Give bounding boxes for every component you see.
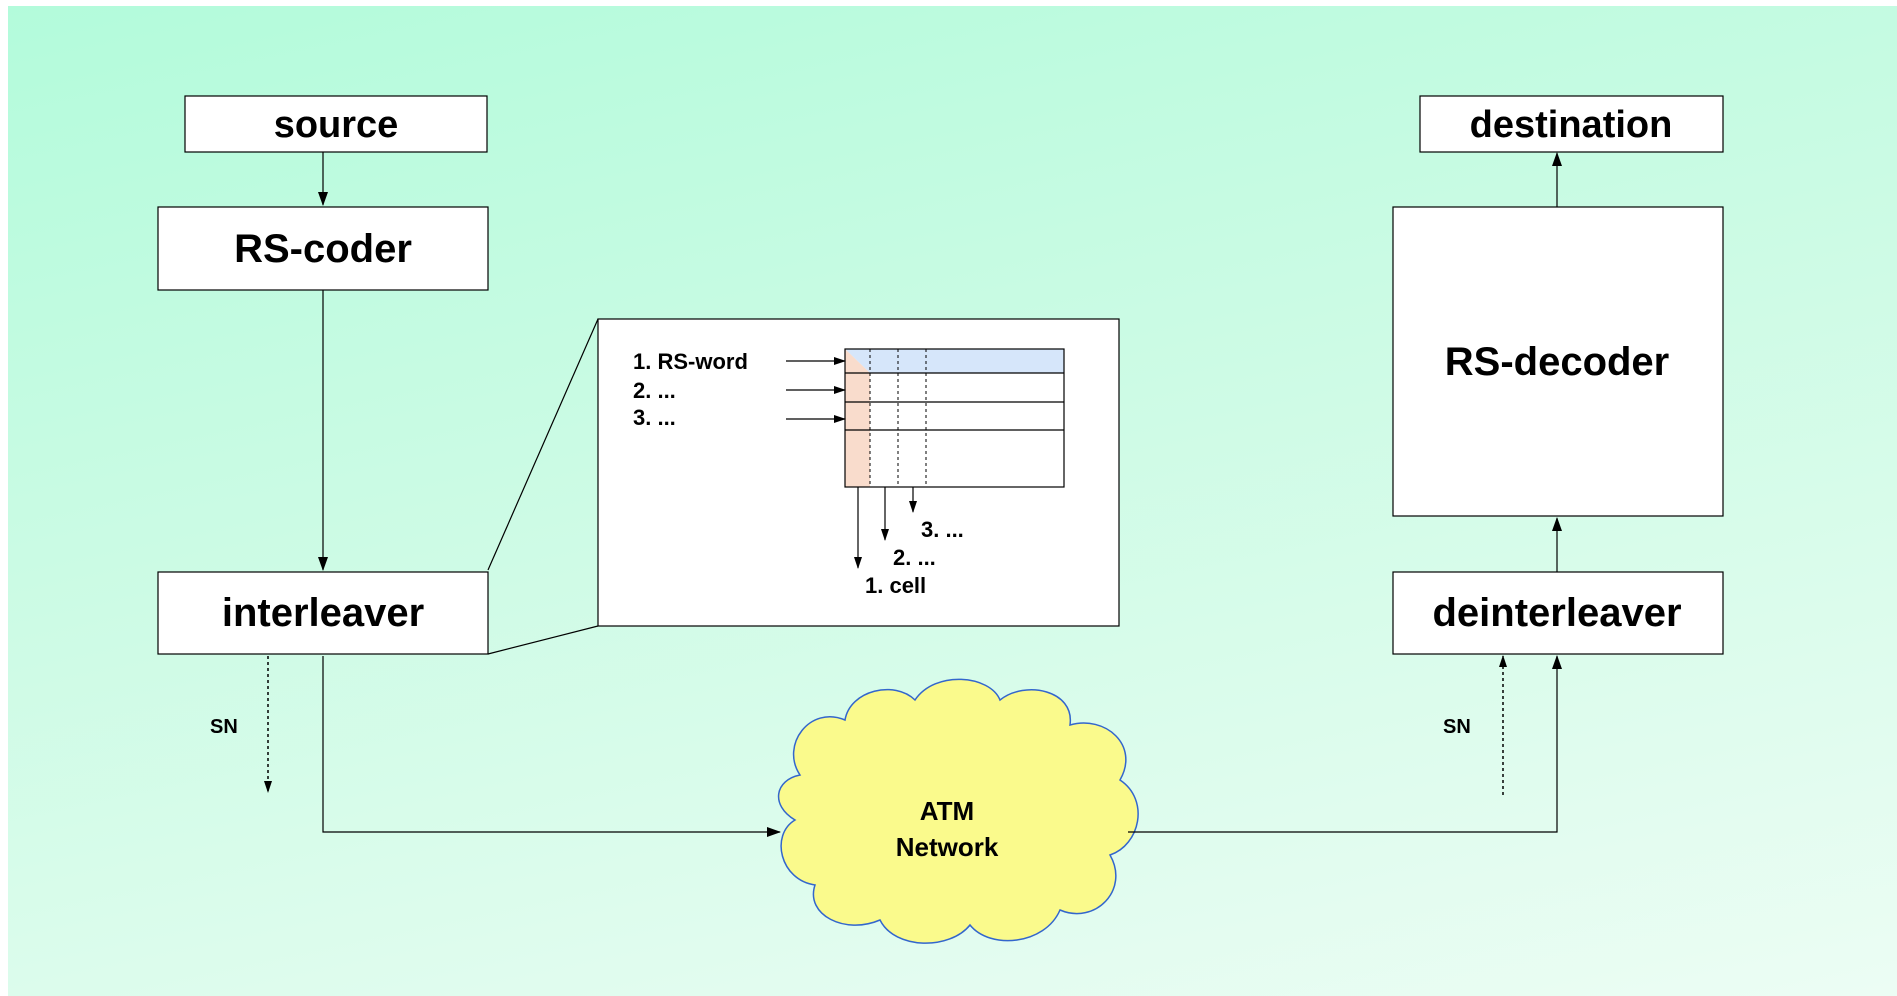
destination-label: destination — [1470, 104, 1673, 146]
interleaver-zoom-panel: 1. RS-word 2. ... 3. ... 3. ... 2. ... 1… — [597, 318, 1120, 627]
deinterleaver-block: deinterleaver — [1392, 571, 1724, 655]
row-label-1: 1. RS-word — [633, 349, 748, 374]
cell-label-1: 1. cell — [865, 573, 926, 598]
zoom-line-bottom — [487, 625, 599, 655]
cell-label-3: 3. ... — [921, 517, 964, 542]
rs-coder-label: RS-coder — [234, 227, 412, 271]
arrow-network-to-deinterleaver — [1128, 655, 1562, 833]
interleaver-block: interleaver — [157, 571, 489, 655]
row-label-3: 3. ... — [633, 405, 676, 430]
network-line1: ATM — [920, 796, 974, 826]
cell-label-2: 2. ... — [893, 545, 936, 570]
sn-left-label: SN — [210, 716, 238, 738]
deinterleaver-label: deinterleaver — [1432, 591, 1681, 635]
destination-block: destination — [1419, 95, 1724, 153]
column-highlight — [845, 349, 870, 487]
interleaver-label: interleaver — [222, 591, 424, 635]
rs-coder-block: RS-coder — [157, 206, 489, 291]
zoom-line-top — [487, 318, 599, 571]
rs-decoder-label: RS-decoder — [1445, 340, 1670, 384]
row-label-2: 2. ... — [633, 378, 676, 403]
row-highlight — [845, 349, 1064, 373]
network-line2: Network — [896, 832, 999, 862]
source-label: source — [274, 104, 399, 146]
sn-right-label: SN — [1443, 716, 1471, 738]
rs-decoder-block: RS-decoder — [1392, 206, 1724, 517]
atm-network-cloud: ATM Network — [777, 678, 1139, 944]
arrow-interleaver-to-network — [322, 656, 781, 837]
source-block: source — [184, 95, 488, 153]
